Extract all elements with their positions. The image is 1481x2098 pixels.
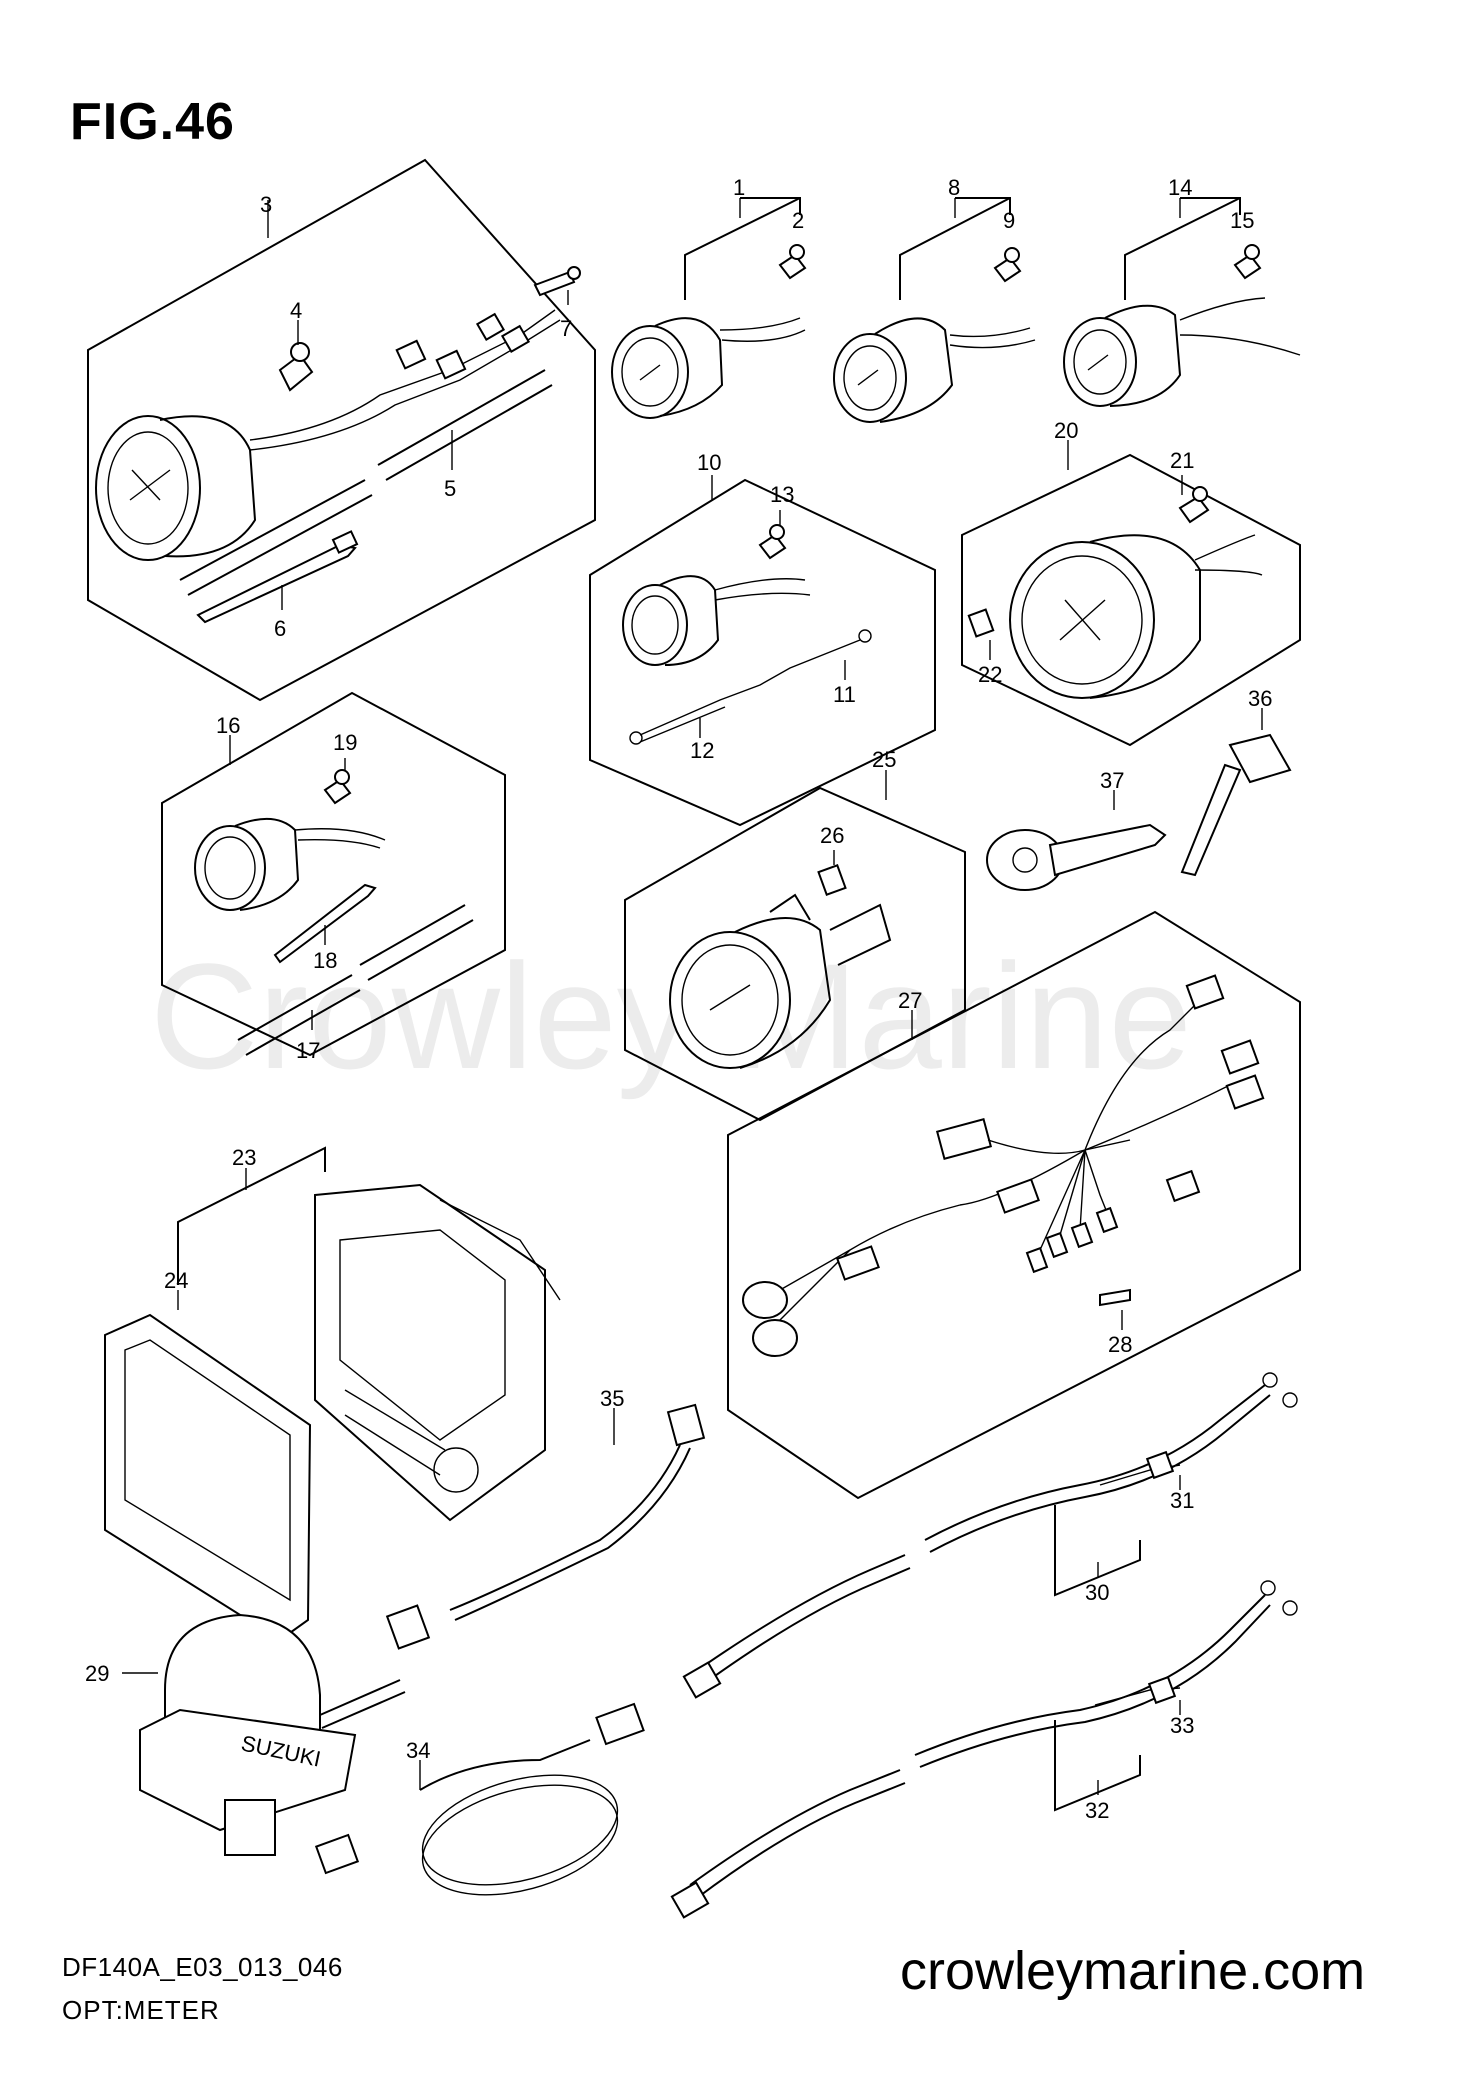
callout-14: 14	[1168, 175, 1192, 200]
callout-36: 36	[1248, 686, 1272, 711]
callout-10: 10	[697, 450, 721, 475]
gauge-group-1: 1 2	[611, 175, 807, 419]
callout-30: 30	[1085, 1580, 1109, 1605]
website-label: crowleymarine.com	[900, 1941, 1366, 2001]
cable-tie-part-6: 6	[196, 530, 359, 641]
callout-13: 13	[770, 482, 794, 507]
group-20-panel: 20 21 22	[961, 418, 1301, 747]
callout-1: 1	[733, 175, 745, 200]
gauge-group-14: 14 15	[1063, 175, 1301, 407]
callout-35: 35	[600, 1386, 624, 1411]
callout-15: 15	[1230, 208, 1254, 233]
callout-33: 33	[1170, 1713, 1194, 1738]
callout-11: 11	[833, 682, 856, 707]
group-27-panel: 27 28	[727, 910, 1301, 1500]
remote-handle-part-37: 37	[986, 768, 1167, 891]
display-group-23: 23 24	[164, 1145, 326, 1310]
callout-9: 9	[1003, 208, 1015, 233]
callout-8: 8	[948, 175, 960, 200]
cable-group-30: 31 30	[682, 1372, 1298, 1699]
screw-part-7: 7	[533, 266, 581, 341]
group-25-panel: 25 26	[624, 747, 966, 1122]
callout-7: 7	[560, 316, 572, 341]
callout-17: 17	[296, 1038, 320, 1063]
remote-lever-part-36: 36	[1180, 686, 1292, 877]
callout-5: 5	[444, 476, 456, 501]
figure-title: FIG.46	[70, 93, 235, 151]
callout-16: 16	[216, 713, 240, 738]
callout-25: 25	[872, 747, 896, 772]
cable-part-35: 35	[385, 1386, 706, 1650]
bulb-part-4: 4	[278, 298, 314, 392]
callout-4: 4	[290, 298, 302, 323]
callout-23: 23	[232, 1145, 256, 1170]
callout-6: 6	[274, 616, 286, 641]
callout-28: 28	[1108, 1332, 1132, 1357]
callout-18: 18	[313, 948, 337, 973]
diagram-caption: OPT:METER	[62, 1995, 220, 2025]
callout-34: 34	[406, 1738, 430, 1763]
diagram-code: DF140A_E03_013_046	[62, 1952, 343, 1982]
hose-part-5: 5	[179, 369, 553, 596]
callout-29: 29	[85, 1661, 109, 1686]
callout-12: 12	[690, 738, 714, 763]
callout-32: 32	[1085, 1798, 1109, 1823]
gps-antenna-part-29: 29 SUZUKI	[85, 1613, 406, 1856]
callout-3: 3	[260, 192, 272, 217]
group-10-panel: 10 13 12 11	[589, 450, 936, 827]
cable-group-32: 33 32	[670, 1580, 1298, 1919]
callout-26: 26	[820, 823, 844, 848]
callout-22: 22	[978, 662, 1002, 687]
group-3-panel: 3	[87, 158, 596, 702]
callout-31: 31	[1170, 1488, 1194, 1513]
callout-2: 2	[792, 208, 804, 233]
callout-19: 19	[333, 730, 357, 755]
group-16-panel: 16 19 18 17	[161, 691, 506, 1063]
callout-20: 20	[1054, 418, 1078, 443]
callout-37: 37	[1100, 768, 1124, 793]
display-cover-part-24	[104, 1313, 312, 1642]
callout-24: 24	[164, 1268, 188, 1293]
callout-21: 21	[1170, 448, 1194, 473]
tachometer-gauge	[95, 309, 561, 561]
transducer-cable-part-34: 34	[314, 1702, 645, 1896]
callout-27: 27	[898, 988, 922, 1013]
multifunction-display-unit	[314, 1183, 561, 1522]
gauge-group-8: 8 9	[833, 175, 1036, 423]
